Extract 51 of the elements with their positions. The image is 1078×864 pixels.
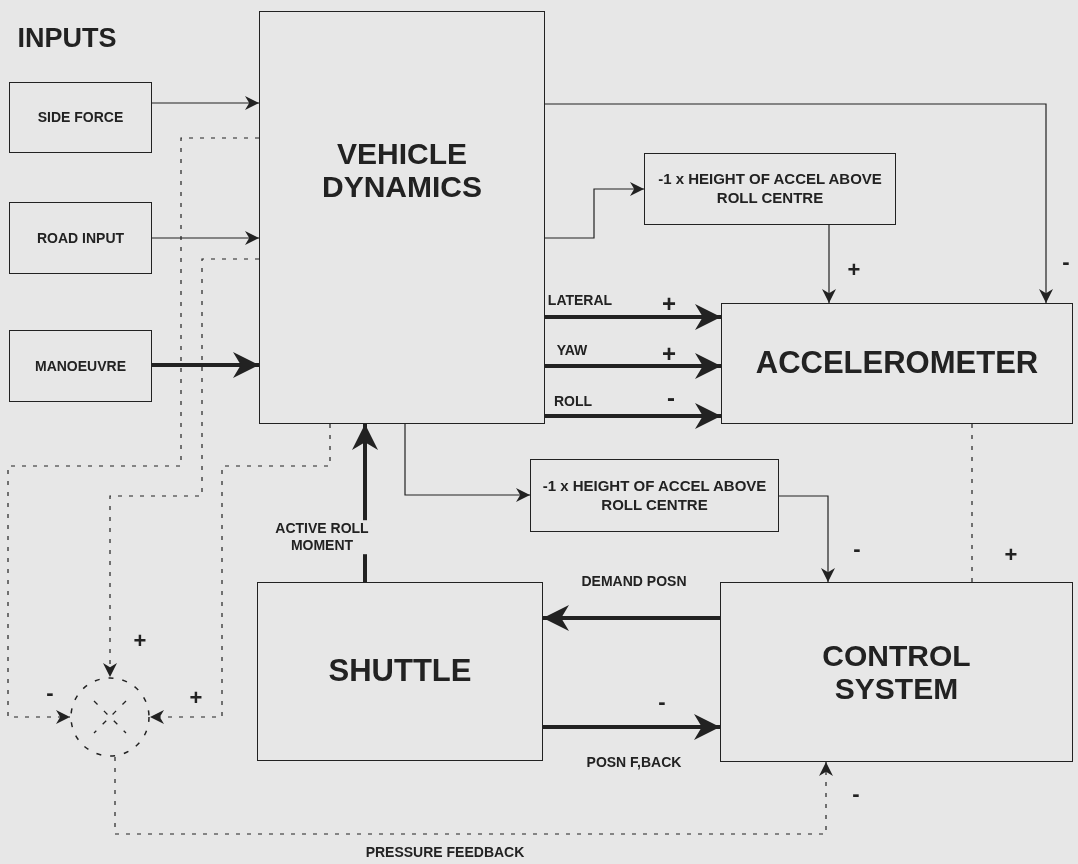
arrow	[544, 103, 1053, 304]
heading: INPUTS	[17, 24, 117, 52]
sign-label: -	[852, 783, 860, 805]
arrow	[822, 224, 836, 304]
node-label: MANOEUVRE	[35, 356, 126, 376]
sign-label: +	[189, 687, 203, 709]
summing-junction	[70, 677, 150, 757]
arrow	[152, 352, 259, 378]
node-label: -1 x HEIGHT OF ACCEL ABOVE ROLL CENTRE	[541, 476, 768, 515]
arrow	[543, 714, 720, 740]
process-box	[721, 303, 1073, 424]
dashed-connector	[971, 423, 973, 583]
input-box	[9, 82, 152, 153]
sign-label: +	[662, 292, 676, 316]
sign-label: -	[46, 682, 54, 704]
dashed-connector	[103, 258, 260, 678]
arrow	[543, 605, 720, 631]
arrow	[404, 423, 531, 502]
sign-label: +	[1004, 544, 1018, 566]
node-label: SIDE FORCE	[37, 108, 124, 127]
process-box	[257, 582, 543, 761]
process-box	[720, 582, 1073, 762]
node-label: CONTROL SYSTEM	[821, 639, 972, 705]
sign-label: -	[667, 386, 675, 410]
dashed-connector	[149, 423, 331, 724]
arrow	[151, 96, 260, 110]
arrow	[545, 304, 721, 330]
node-label: ROAD INPUT	[36, 228, 125, 248]
sign-label: +	[847, 259, 861, 281]
arrow	[778, 495, 835, 583]
sign-label: -	[1062, 251, 1070, 273]
arrow	[545, 403, 721, 429]
input-box	[9, 202, 152, 274]
dashed-connector	[7, 137, 260, 724]
dashed-connector	[114, 756, 833, 835]
sign-label: +	[133, 630, 147, 652]
arrow	[545, 353, 721, 379]
sign-label: -	[853, 538, 861, 560]
node-label: VEHICLE DYNAMICS	[321, 137, 483, 203]
arrow	[544, 182, 645, 239]
gain-box	[644, 153, 896, 225]
node-label: -1 x HEIGHT OF ACCEL ABOVE ROLL CENTRE	[657, 170, 883, 208]
node-label: ACCELEROMETER	[755, 344, 1039, 383]
sign-label: -	[658, 691, 666, 713]
gain-box	[530, 459, 779, 532]
sign-label: +	[662, 342, 676, 366]
node-label: SHUTTLE	[328, 652, 472, 691]
arrow	[151, 231, 260, 245]
input-box	[9, 330, 152, 402]
process-box	[259, 11, 545, 424]
edge-label: ACTIVE ROLL MOMENT	[272, 520, 372, 554]
